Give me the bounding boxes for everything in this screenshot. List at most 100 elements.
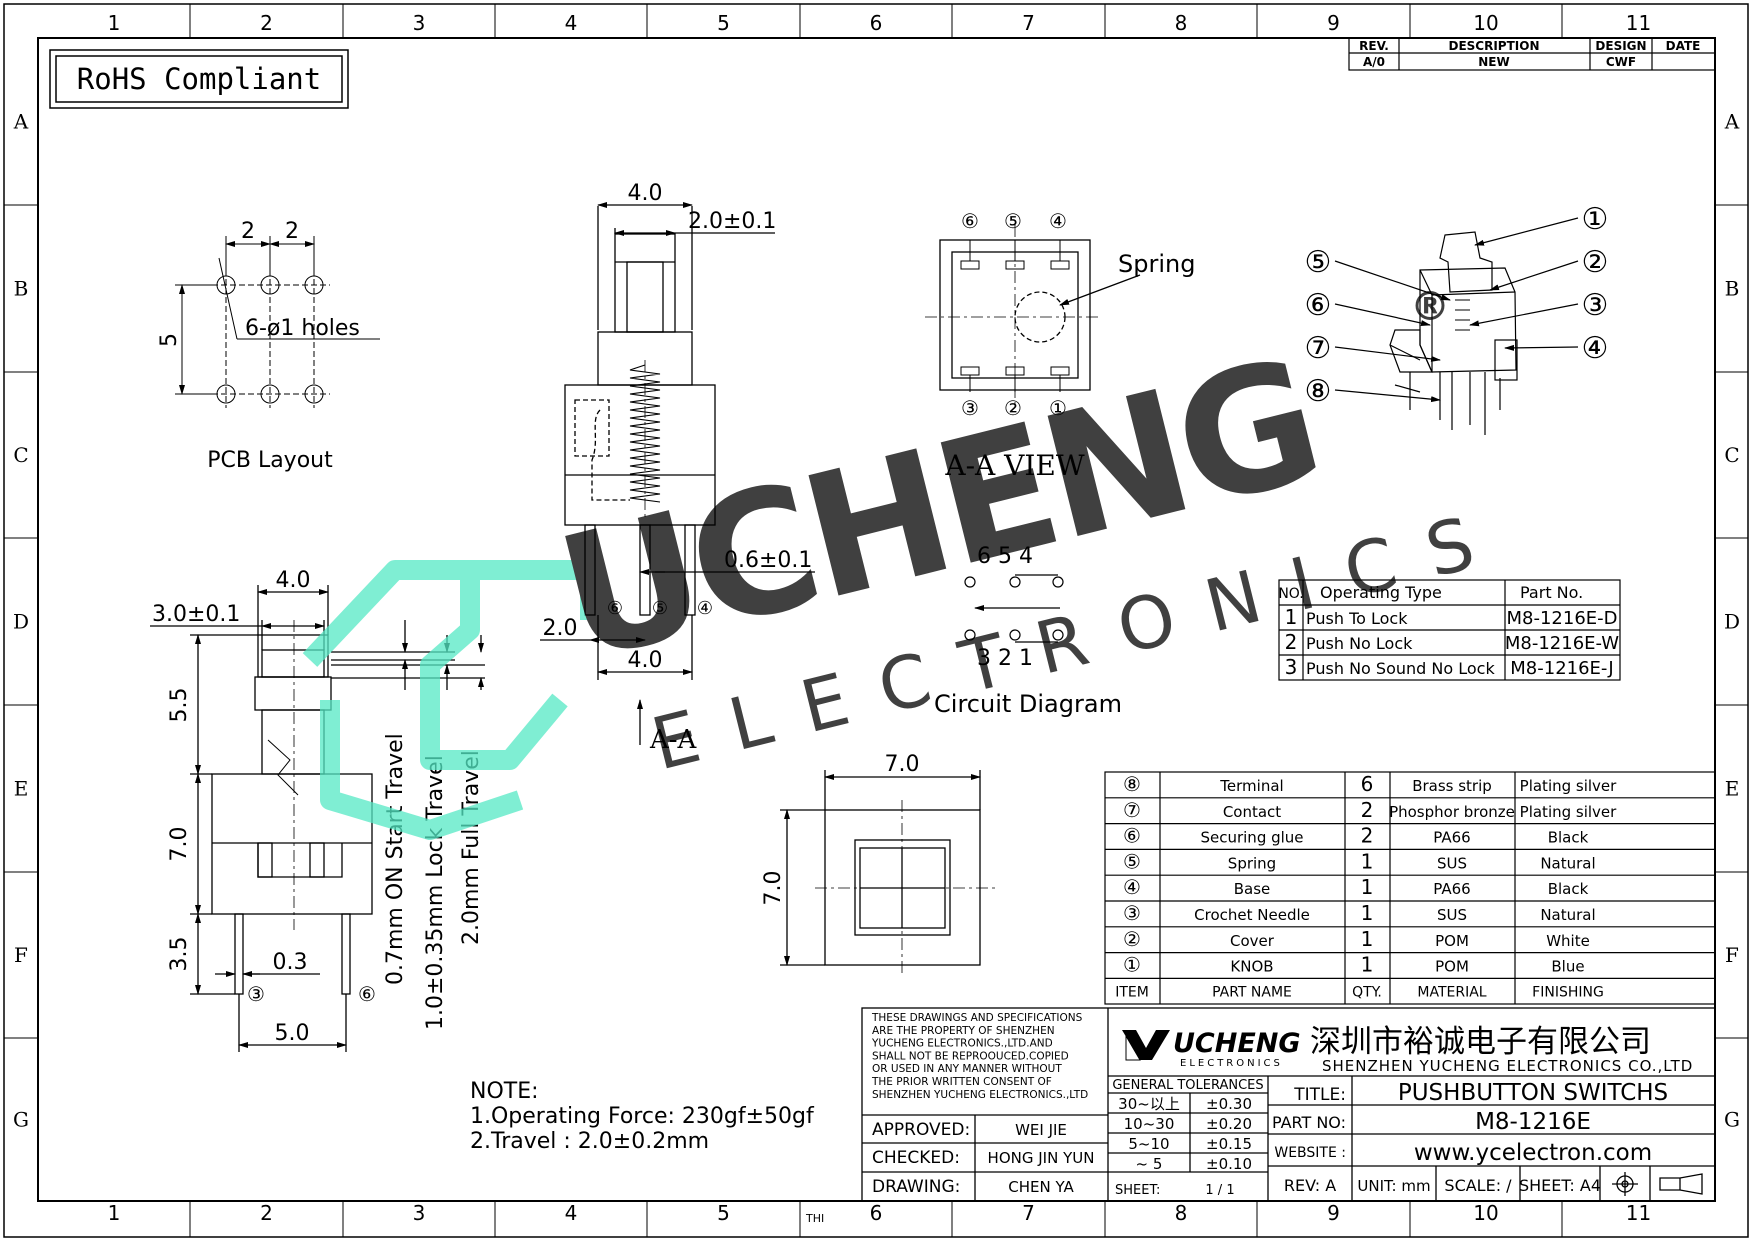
part-label: PART NO:	[1272, 1113, 1346, 1132]
grid-row-label: A	[1724, 110, 1740, 134]
side-h1: 5.5	[167, 688, 192, 723]
sheet-size-cell: SHEET: A4	[1519, 1176, 1601, 1195]
part-number: M8-1216E	[1475, 1109, 1591, 1135]
bom-qty: 1	[1361, 875, 1374, 899]
bom-header: QTY.	[1352, 984, 1382, 1000]
grid-col-label: 10	[1473, 1201, 1498, 1225]
note-line-2: 2.Travel : 2.0±0.2mm	[470, 1129, 709, 1154]
website-label: WEBSITE :	[1274, 1145, 1346, 1161]
tolerance-value: ±0.20	[1206, 1115, 1252, 1133]
side-knob: 3.0±0.1	[152, 602, 240, 627]
front-top-width: 4.0	[628, 181, 663, 206]
bom-part-name: Securing glue	[1200, 829, 1303, 847]
bom-header: MATERIAL	[1417, 984, 1486, 1000]
grid-col-label: 5	[717, 11, 730, 35]
bom-material: POM	[1435, 958, 1469, 976]
copyright-line: SHALL NOT BE REPROOUCED.COPIED	[872, 1050, 1069, 1062]
grid-col-label: 6	[870, 1201, 883, 1225]
travel-on: 0.7mm ON Start Travel	[383, 733, 408, 985]
callout-1: ①	[1582, 202, 1609, 237]
front-base-width: 4.0	[628, 648, 663, 673]
tolerance-value: ±0.10	[1206, 1155, 1252, 1173]
sheet-label: SHEET:	[1115, 1183, 1160, 1198]
company-name-cn: 深圳市裕诚电子有限公司	[1310, 1024, 1651, 1060]
grid-row-label: C	[1724, 443, 1739, 467]
logo-main: UCHENG	[1173, 1028, 1301, 1059]
grid-row-label: E	[1725, 777, 1740, 801]
grid-marks	[4, 4, 1748, 1237]
grid-col-label: 3	[413, 11, 426, 35]
aa-pin-4: ④	[1049, 209, 1067, 233]
pcb-text: 2 2 5 6-ø1 holes PCB Layout	[157, 219, 360, 473]
company-name-en: SHENZHEN YUCHENG ELECTRONICS CO.,LTD	[1322, 1057, 1693, 1075]
bom-item: ②	[1123, 927, 1141, 951]
aa-view	[925, 225, 1141, 405]
copyright-line: SHENZHEN YUCHENG ELECTRONICS.,LTD	[872, 1089, 1088, 1101]
bom-qty: 6	[1361, 772, 1374, 796]
types-1-no: 1	[1285, 605, 1298, 629]
bom-header: FINISHING	[1532, 984, 1604, 1000]
front-knob: 2.0±0.1	[688, 209, 776, 234]
bom-qty: 1	[1361, 849, 1374, 873]
bom-finishing: Plating silver	[1520, 803, 1618, 821]
circuit-text: 6 5 4 3 2 1 Circuit Diagram	[934, 544, 1122, 718]
grid-col-label: 4	[565, 11, 578, 35]
watermark: UCHENG ® ELECTRONICS	[302, 284, 1515, 840]
copyright-line: ARE THE PROPERTY OF SHENZHEN	[872, 1025, 1055, 1037]
grid-col-label: 11	[1626, 1201, 1651, 1225]
bom-table	[1104, 771, 1716, 1005]
copyright-line: OR USED IN ANY MANNER WITHOUT	[872, 1063, 1062, 1075]
pcb-dim-y: 5	[157, 333, 182, 347]
website-url: www.ycelectron.com	[1414, 1140, 1652, 1166]
aa-pin-2: ②	[1004, 396, 1022, 420]
callout-3: ③	[1582, 288, 1609, 323]
callout-2: ②	[1582, 245, 1609, 280]
front-pin-4: ④	[697, 598, 713, 619]
bom-finishing: Natural	[1540, 906, 1595, 924]
tolerance-range: 30~以上	[1118, 1095, 1180, 1113]
bom-finishing: Plating silver	[1520, 777, 1618, 795]
aa-pin-6: ⑥	[961, 209, 979, 233]
side-pin-6: ⑥	[358, 982, 376, 1006]
pcb-title: PCB Layout	[207, 448, 333, 473]
bottom-height: 7.0	[761, 871, 786, 906]
bottom-text: 7.0 7.0	[761, 752, 920, 906]
aa-spring: Spring	[1118, 250, 1195, 278]
types-3-part: M8-1216E-J	[1510, 658, 1613, 679]
section-label: A-A	[649, 725, 698, 755]
grid-col-label: 2	[260, 11, 273, 35]
side-text: 4.0 3.0±0.1 5.5 7.0 3.5 0.3 5.0 ③ ⑥ 0.7m…	[152, 568, 484, 1046]
circuit-bottom: 3 2 1	[977, 646, 1033, 671]
circuit-diagram	[964, 574, 1064, 643]
bom-material: Brass strip	[1412, 777, 1492, 795]
bom-item: ④	[1123, 875, 1141, 899]
tolerance-range: ~ 5	[1136, 1155, 1163, 1173]
tolerance-range: 5~10	[1128, 1135, 1169, 1153]
design-value: CWF	[1606, 55, 1636, 69]
bom-finishing: Black	[1548, 829, 1589, 847]
bom-material: Phosphor bronze	[1389, 803, 1515, 821]
note-line-1: 1.Operating Force: 230gf±50gf	[470, 1104, 815, 1129]
side-h2: 7.0	[167, 827, 192, 862]
rohs-box: RoHS Compliant	[49, 49, 349, 109]
approved-name: WEI JIE	[1015, 1121, 1067, 1139]
pcb-dim-x1: 2	[241, 219, 255, 244]
aa-pin-1: ①	[1049, 396, 1067, 420]
grid-col-label: 4	[565, 1201, 578, 1225]
watermark-reg: ®	[1410, 284, 1450, 330]
callout-4: ④	[1582, 331, 1609, 366]
bom-part-name: KNOB	[1230, 958, 1273, 976]
note-title: NOTE:	[470, 1079, 539, 1104]
side-width: 4.0	[276, 568, 311, 593]
bom-finishing: Black	[1548, 880, 1589, 898]
bom-finishing: Natural	[1540, 854, 1595, 872]
grid-row-label: C	[13, 443, 28, 467]
grid-row-label: D	[13, 610, 29, 634]
grid-col-label: 1	[108, 1201, 121, 1225]
bom-item: ⑥	[1123, 824, 1141, 848]
bom-part-name: Crochet Needle	[1194, 906, 1310, 924]
grid-col-label: 8	[1175, 11, 1188, 35]
